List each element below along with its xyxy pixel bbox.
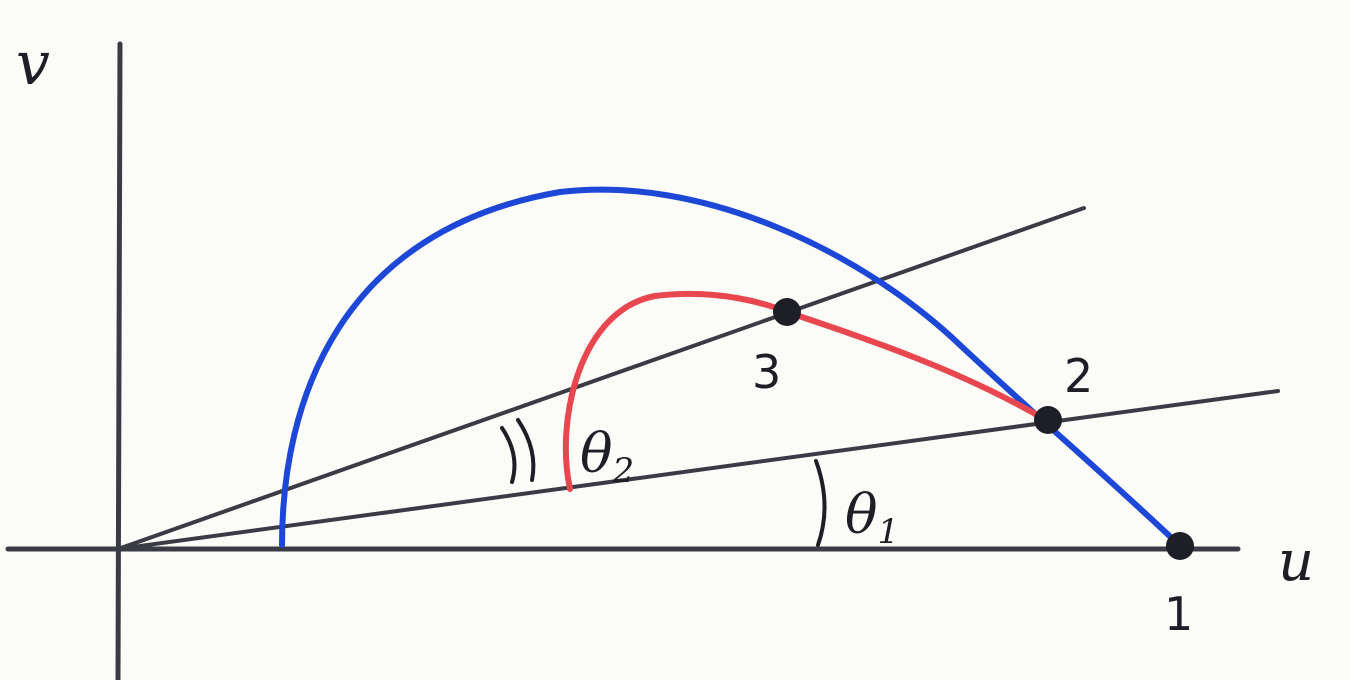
theta2-arc-outer	[516, 418, 536, 482]
point-2-marker	[1034, 406, 1062, 434]
blue-curve	[279, 186, 1181, 548]
vertical-axis	[115, 41, 123, 680]
theta1-symbol: θ	[845, 483, 878, 546]
theta2-symbol: θ	[580, 422, 613, 485]
point-1-label: 1	[1164, 587, 1193, 641]
horizontal-axis-label: u	[1278, 529, 1314, 594]
theta2-subscript: 2	[612, 451, 635, 491]
theta2-label: θ2	[580, 422, 634, 491]
ray-theta1	[116, 389, 1280, 551]
theta1-arc	[814, 459, 827, 547]
theta1-subscript: 1	[878, 512, 900, 552]
red-curve	[562, 290, 1049, 492]
point-1-marker	[1166, 532, 1194, 560]
point-3-marker	[773, 298, 801, 326]
ray-theta2	[116, 206, 1086, 551]
point-3-label: 3	[752, 345, 781, 399]
vertical-axis-label: v	[16, 29, 50, 99]
theta2-arc-inner	[500, 426, 517, 484]
point-2-label: 2	[1064, 349, 1093, 403]
theta1-label: θ1	[845, 483, 899, 552]
